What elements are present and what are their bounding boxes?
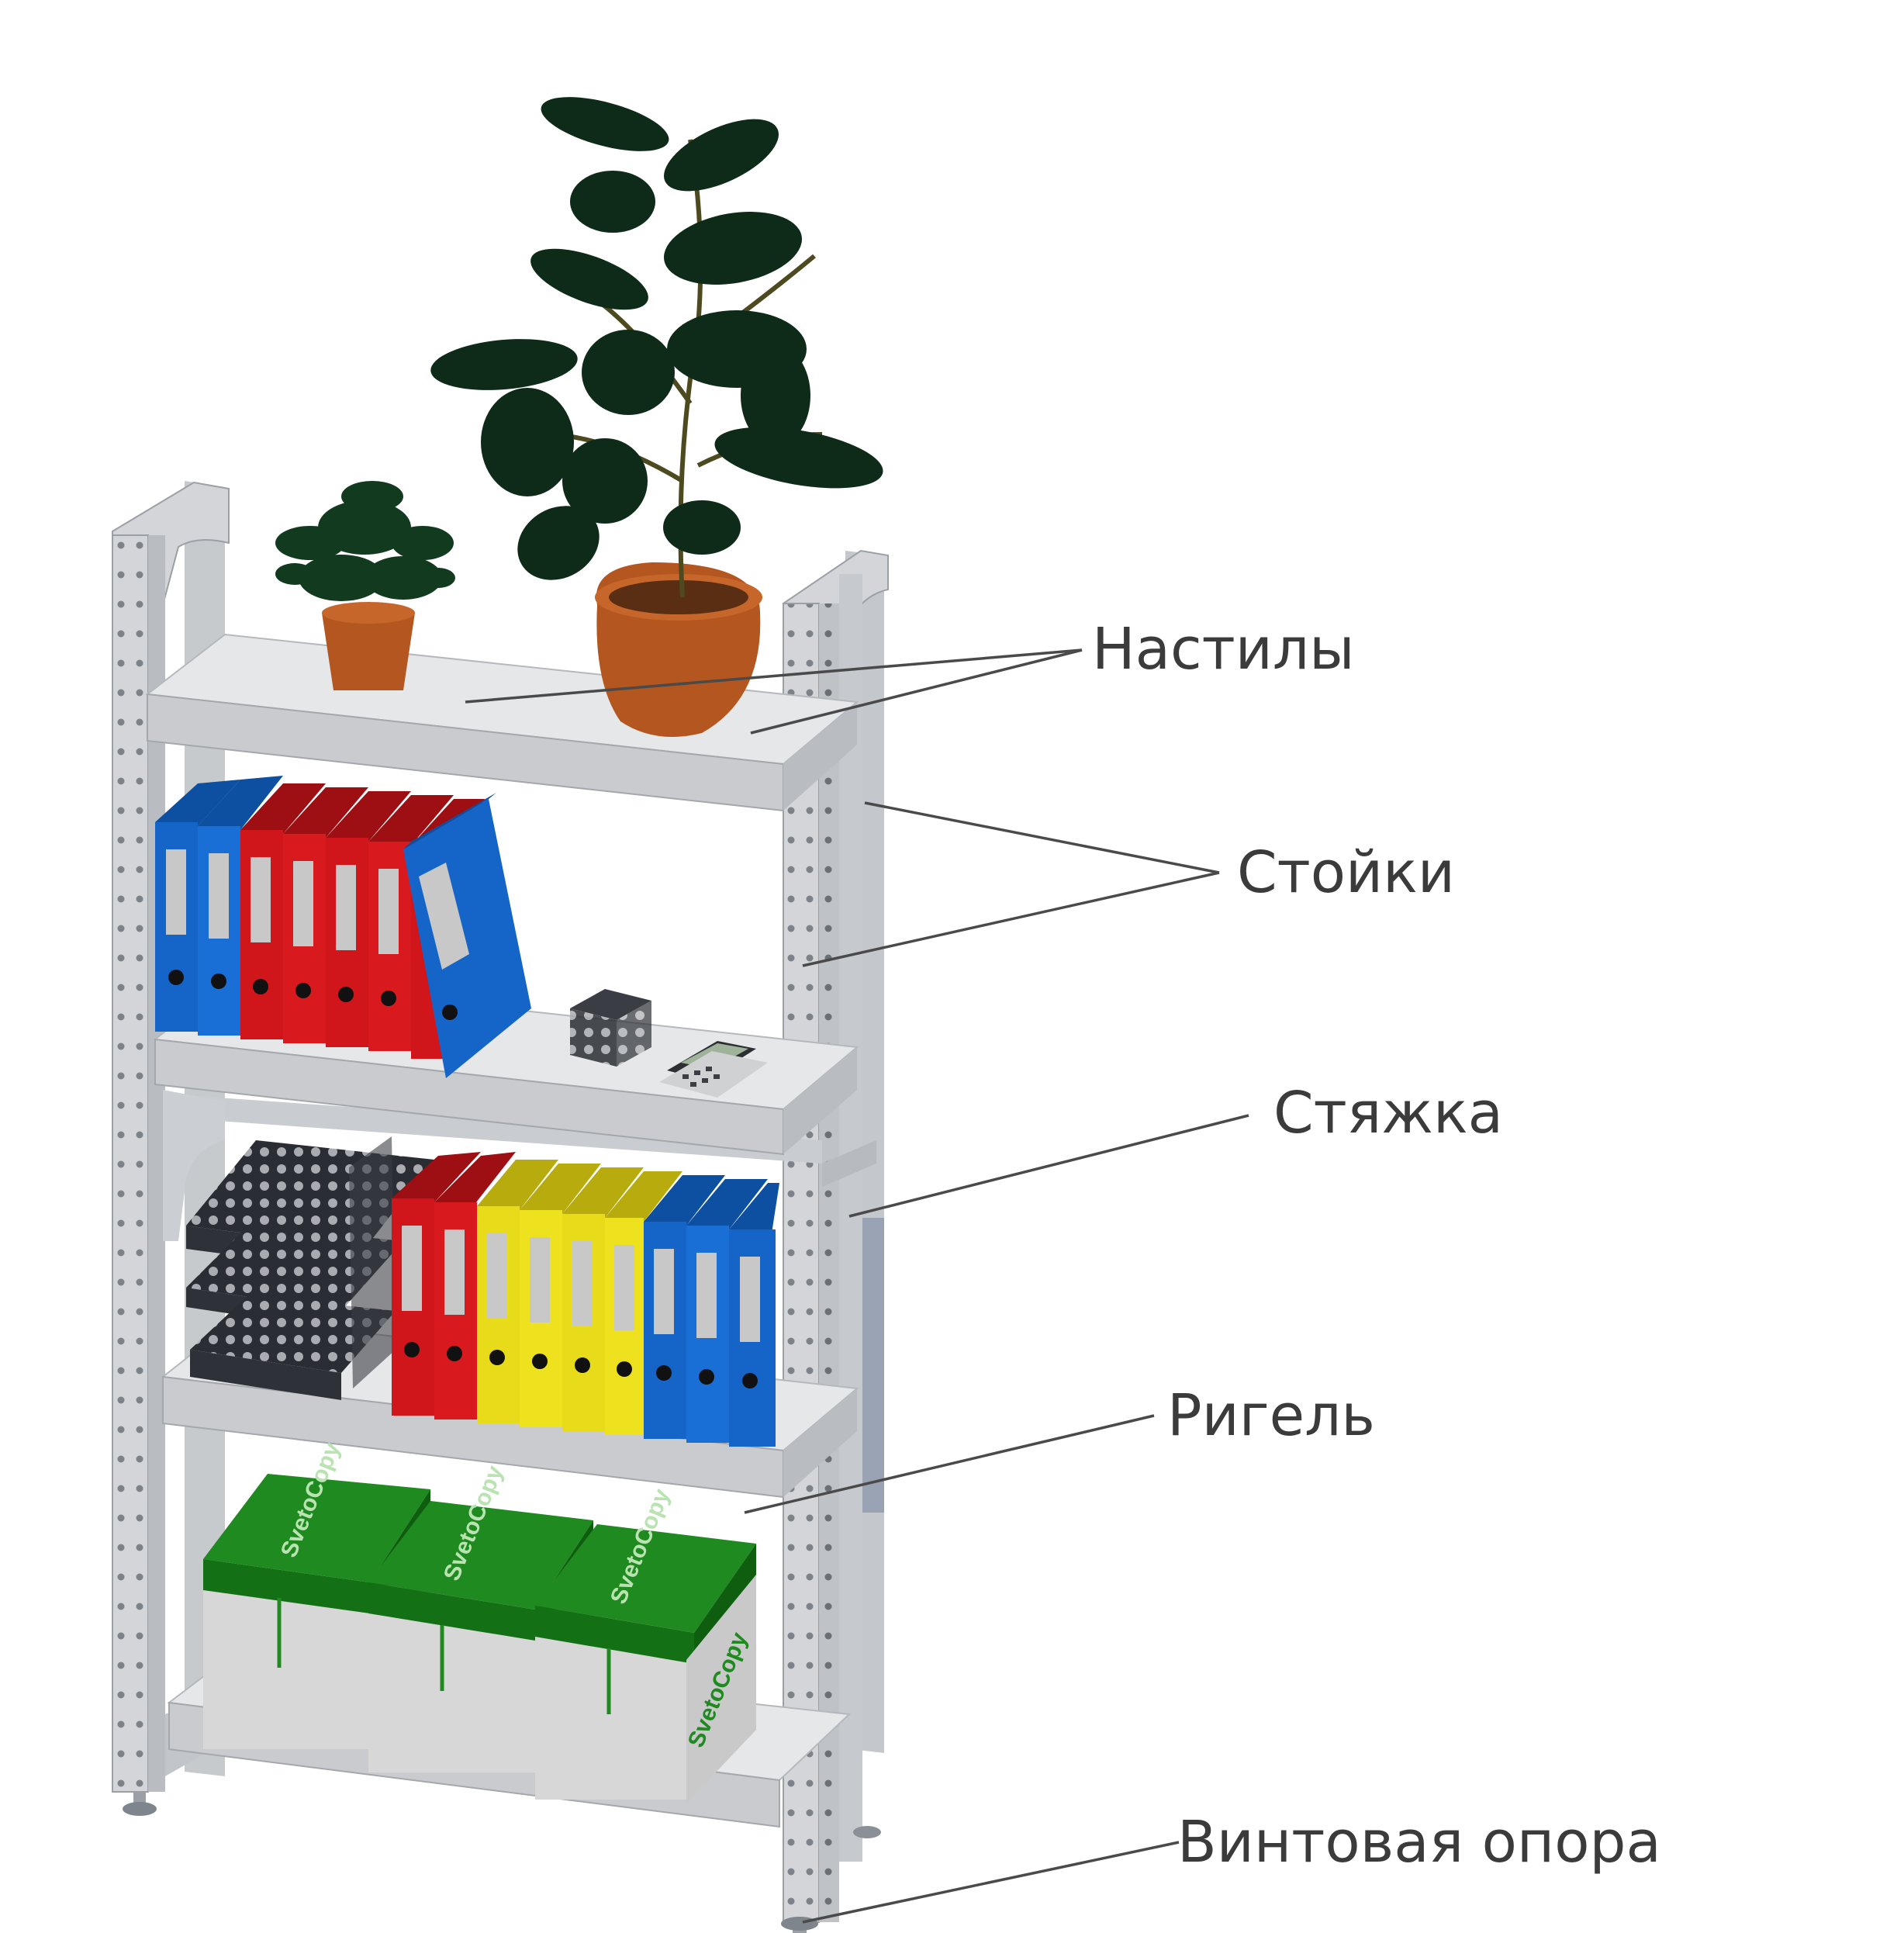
leader-uprights-2 [802, 871, 1220, 967]
label-beam: Ригель [1167, 1382, 1376, 1449]
left-front-upright [112, 481, 233, 1793]
screw-foot-left [123, 1792, 157, 1816]
binders-row-top [155, 776, 531, 1078]
desk-trays [186, 1136, 434, 1400]
pen-holder [570, 989, 651, 1067]
tie-rod [163, 1090, 876, 1241]
right-front-upright [783, 549, 889, 1923]
binders-row-middle [392, 1152, 779, 1447]
small-potted-plant [275, 481, 455, 690]
leader-uprights-1 [864, 801, 1220, 874]
leader-lines [465, 648, 1249, 1924]
leader-beam [744, 1414, 1155, 1514]
leader-tie [848, 1114, 1249, 1218]
leader-shelves-1 [465, 648, 1083, 704]
calculator [659, 1041, 768, 1098]
leader-shelves-2 [750, 648, 1083, 735]
leader-screw-foot [802, 1841, 1180, 1924]
screw-foot-back [853, 1826, 881, 1838]
label-shelves: Настилы [1092, 616, 1355, 683]
large-potted-plant [430, 97, 883, 737]
label-tie: Стяжка [1273, 1080, 1503, 1146]
label-uprights: Стойки [1237, 839, 1455, 906]
paper-box-3: SvetoCopy SvetoCopy [535, 1485, 756, 1803]
label-screw-foot: Винтовая опора [1177, 1809, 1661, 1876]
